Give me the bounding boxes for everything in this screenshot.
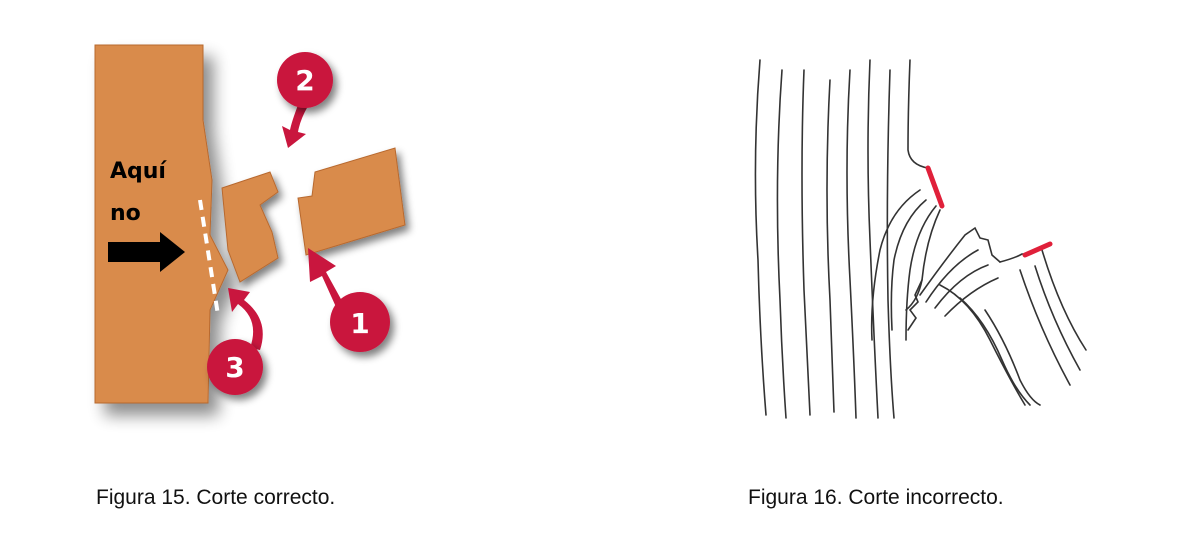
trunk-outline-left [754,59,767,416]
step-1-label: 1 [350,307,369,340]
branch-outline-right [999,253,1031,263]
trunk [94,44,229,404]
step-3-label: 3 [225,351,244,384]
trunk-grain [886,69,895,419]
trunk-grain [846,69,857,419]
branch-piece-right [297,147,406,256]
step-1-marker: 1 [308,248,390,352]
incorrect-cut-mark [1022,241,1053,258]
incorrect-cut-mark [925,165,945,209]
branch-contour [959,297,1031,406]
incorrect-cut-sketch [754,59,1087,419]
figure-16-caption: Figura 16. Corte incorrecto. [748,486,1004,509]
curved-arrow-icon [228,288,263,350]
stub-contour [870,189,921,341]
step-2-marker: 2 [277,52,333,148]
stub-piece-left [221,171,279,283]
curved-arrow-icon [282,100,308,148]
trunk-grain [826,79,835,413]
correct-cut-illustration: Aquí no 2 1 3 [94,44,406,404]
branch-jagged-edge [907,279,923,331]
stub-contour [905,205,937,341]
trunk-grain [776,69,787,419]
branch-contour [934,264,989,309]
branch-outline-bottom [939,284,1026,406]
branch-contour [944,277,999,317]
branch-outline-end [1041,249,1087,351]
trunk-grain [801,69,811,416]
branch-contour [1034,265,1081,371]
step-2-label: 2 [295,64,314,97]
trunk-outline-right [907,59,929,169]
step-3-marker: 3 [207,288,263,395]
branch-contour [925,249,979,303]
figure-incorrect-cut [730,40,1100,440]
stub-contour [890,199,927,331]
branch-outline-end [1019,269,1071,386]
branch-outline-top [919,226,1001,296]
figure-15-caption: Figura 15. Corte correcto. [96,486,336,509]
trunk-grain [867,59,879,419]
branch-collar-dashes [198,199,220,316]
label-no: no [110,201,141,226]
branch-contour [984,309,1041,406]
label-aqui: Aquí [110,159,167,184]
arrow-right-icon [108,232,185,272]
figure-correct-cut: Aquí no 2 1 3 [60,20,460,460]
